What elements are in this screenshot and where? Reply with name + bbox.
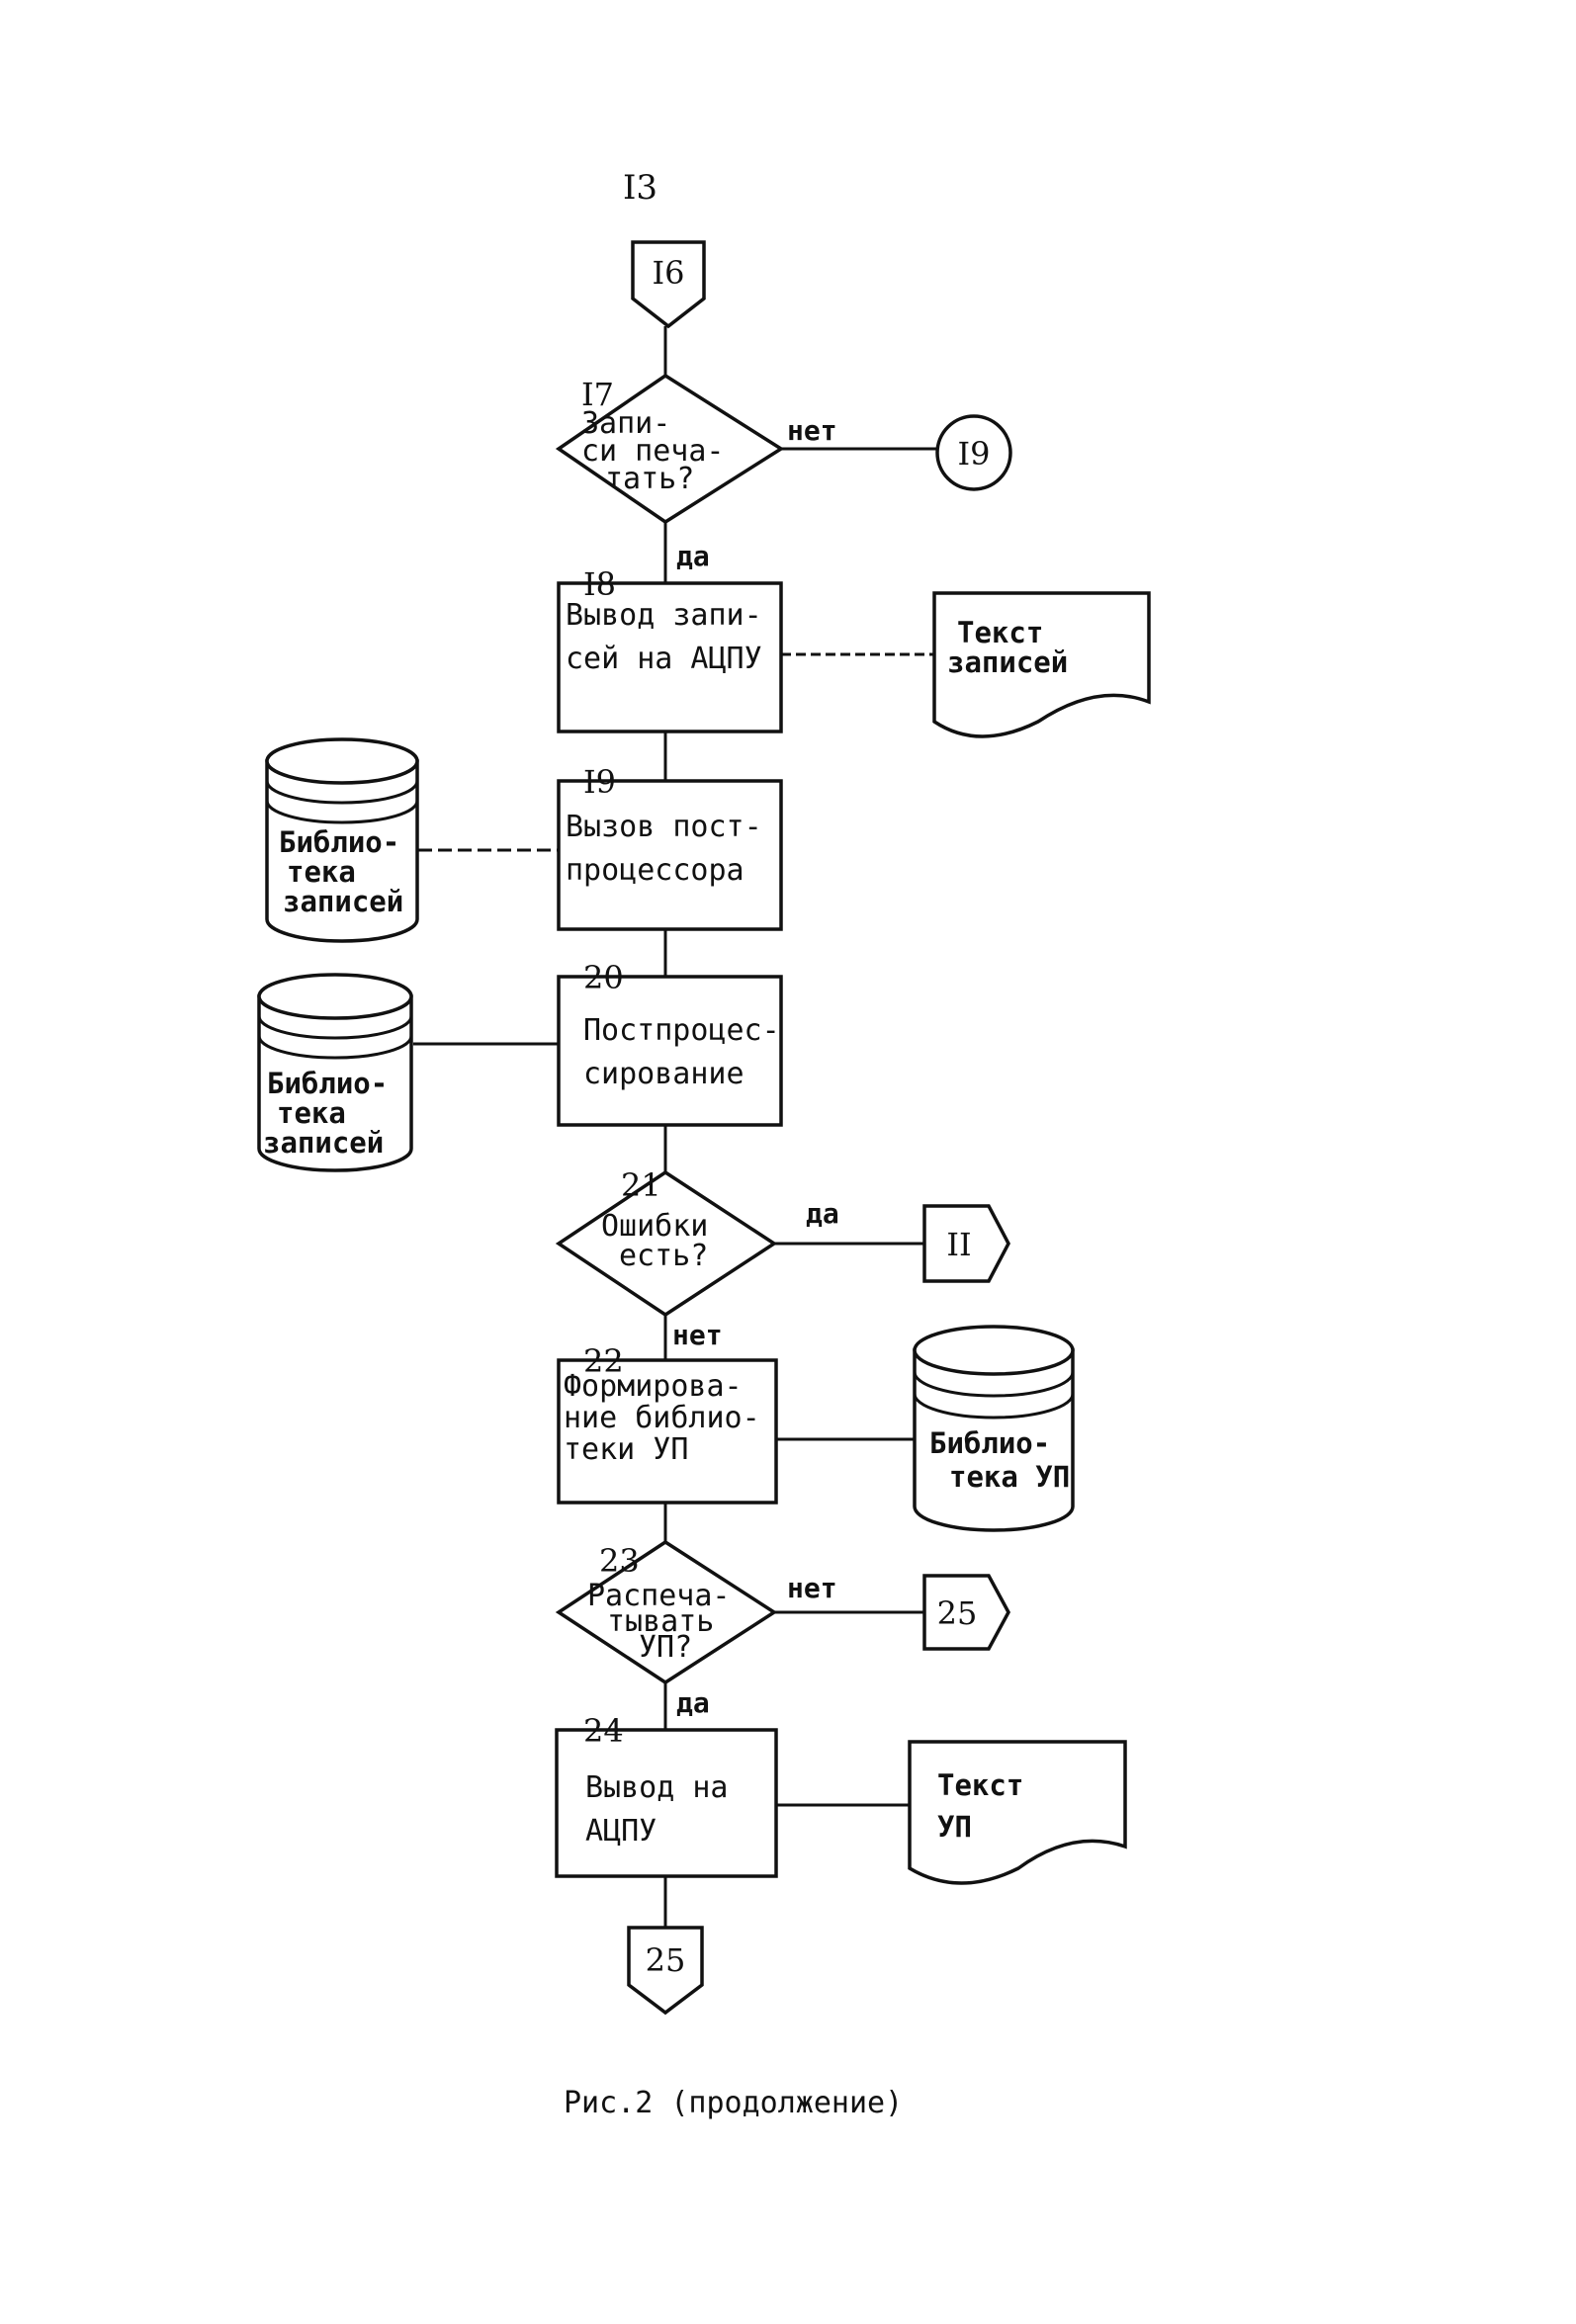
process-20 [557, 975, 783, 1127]
document-text-records-line-2: записей [947, 646, 1068, 679]
storage-20-line-2: тека [277, 1096, 346, 1130]
decision-21 [555, 1169, 778, 1318]
storage-19-line-2: тека [287, 855, 356, 889]
decision-21-line-1: Ошибки [601, 1209, 708, 1244]
offpage-connector-25-right [922, 1574, 1010, 1651]
process-24-line-1: Вывод на [585, 1770, 729, 1805]
decision-17-line-2: си печа- [581, 434, 725, 469]
connector-19-label: I9 [958, 435, 991, 473]
decision-23-line-2: тывать [607, 1604, 714, 1639]
decision-23-number: 23 [599, 1542, 640, 1580]
decision-23-line-1: Распеча- [587, 1579, 731, 1613]
process-19-number: I9 [583, 763, 616, 801]
process-20-line-1: Постпроцес- [583, 1013, 780, 1048]
decision-21-number: 21 [621, 1166, 661, 1204]
figure-caption: Рис.2 (продолжение) [564, 2086, 904, 2120]
storage-library-records-20 [257, 973, 413, 1172]
process-22-number: 22 [583, 1342, 624, 1380]
document-text-records-line-1: Текст [957, 616, 1043, 649]
process-20-line-2: сирование [583, 1057, 744, 1091]
decision-21-yes-label: да [806, 1197, 839, 1230]
decision-17-line-3: тать? [605, 462, 694, 496]
process-22 [557, 1358, 778, 1505]
offpage-connector-bottom [627, 1926, 704, 2016]
process-18-line-2: сей на АЦПУ [566, 642, 762, 676]
process-19-line-2: процессора [566, 853, 744, 888]
process-22-line-1: Формирова- [564, 1369, 743, 1404]
document-text-up [908, 1740, 1127, 1885]
process-24 [555, 1728, 778, 1878]
process-20-number: 20 [583, 959, 624, 996]
decision-17 [555, 373, 785, 525]
document-text-records [932, 591, 1151, 738]
process-18-number: I8 [583, 565, 616, 603]
offpage-connector-11 [922, 1204, 1010, 1283]
connector-bottom-label: 25 [646, 1941, 686, 1979]
process-19-line-1: Вызов пост- [566, 810, 762, 844]
storage-library-up [913, 1325, 1075, 1532]
storage-22-line-2: тека УП [949, 1460, 1070, 1494]
page-number: I3 [623, 168, 658, 208]
decision-17-line-1: Запи- [581, 406, 670, 441]
decision-17-no-label: нет [787, 414, 837, 447]
process-19 [557, 779, 783, 931]
storage-20-line-3: записей [263, 1126, 384, 1160]
process-24-number: 24 [583, 1712, 624, 1750]
process-22-line-2: ние библио- [564, 1401, 760, 1435]
connector-25-right-label: 25 [937, 1594, 978, 1632]
decision-23-no-label: нет [787, 1572, 837, 1604]
decision-23 [555, 1539, 778, 1685]
process-18 [557, 581, 783, 733]
decision-17-number: I7 [581, 376, 614, 413]
storage-19-line-3: записей [283, 885, 403, 918]
document-text-up-line-2: УП [937, 1810, 972, 1844]
document-text-up-line-1: Текст [937, 1768, 1023, 1802]
decision-23-line-3: УП? [639, 1630, 692, 1665]
process-24-line-2: АЦПУ [585, 1814, 657, 1849]
storage-22-line-1: Библио- [929, 1426, 1050, 1460]
decision-21-no-label: нет [672, 1319, 723, 1351]
process-22-line-3: теки УП [564, 1432, 688, 1467]
decision-17-yes-label: да [676, 540, 710, 572]
process-18-line-1: Вывод запи- [566, 598, 762, 633]
storage-19-line-1: Библио- [279, 825, 399, 859]
decision-21-line-2: есть? [619, 1239, 708, 1273]
storage-20-line-1: Библио- [267, 1067, 388, 1100]
offpage-connector-top [631, 240, 706, 329]
storage-library-records-19 [265, 737, 419, 943]
onpage-connector-19 [935, 414, 1012, 491]
connector-top-label: I6 [653, 254, 685, 292]
decision-23-yes-label: да [676, 1686, 710, 1719]
connector-11-label: II [946, 1226, 971, 1263]
